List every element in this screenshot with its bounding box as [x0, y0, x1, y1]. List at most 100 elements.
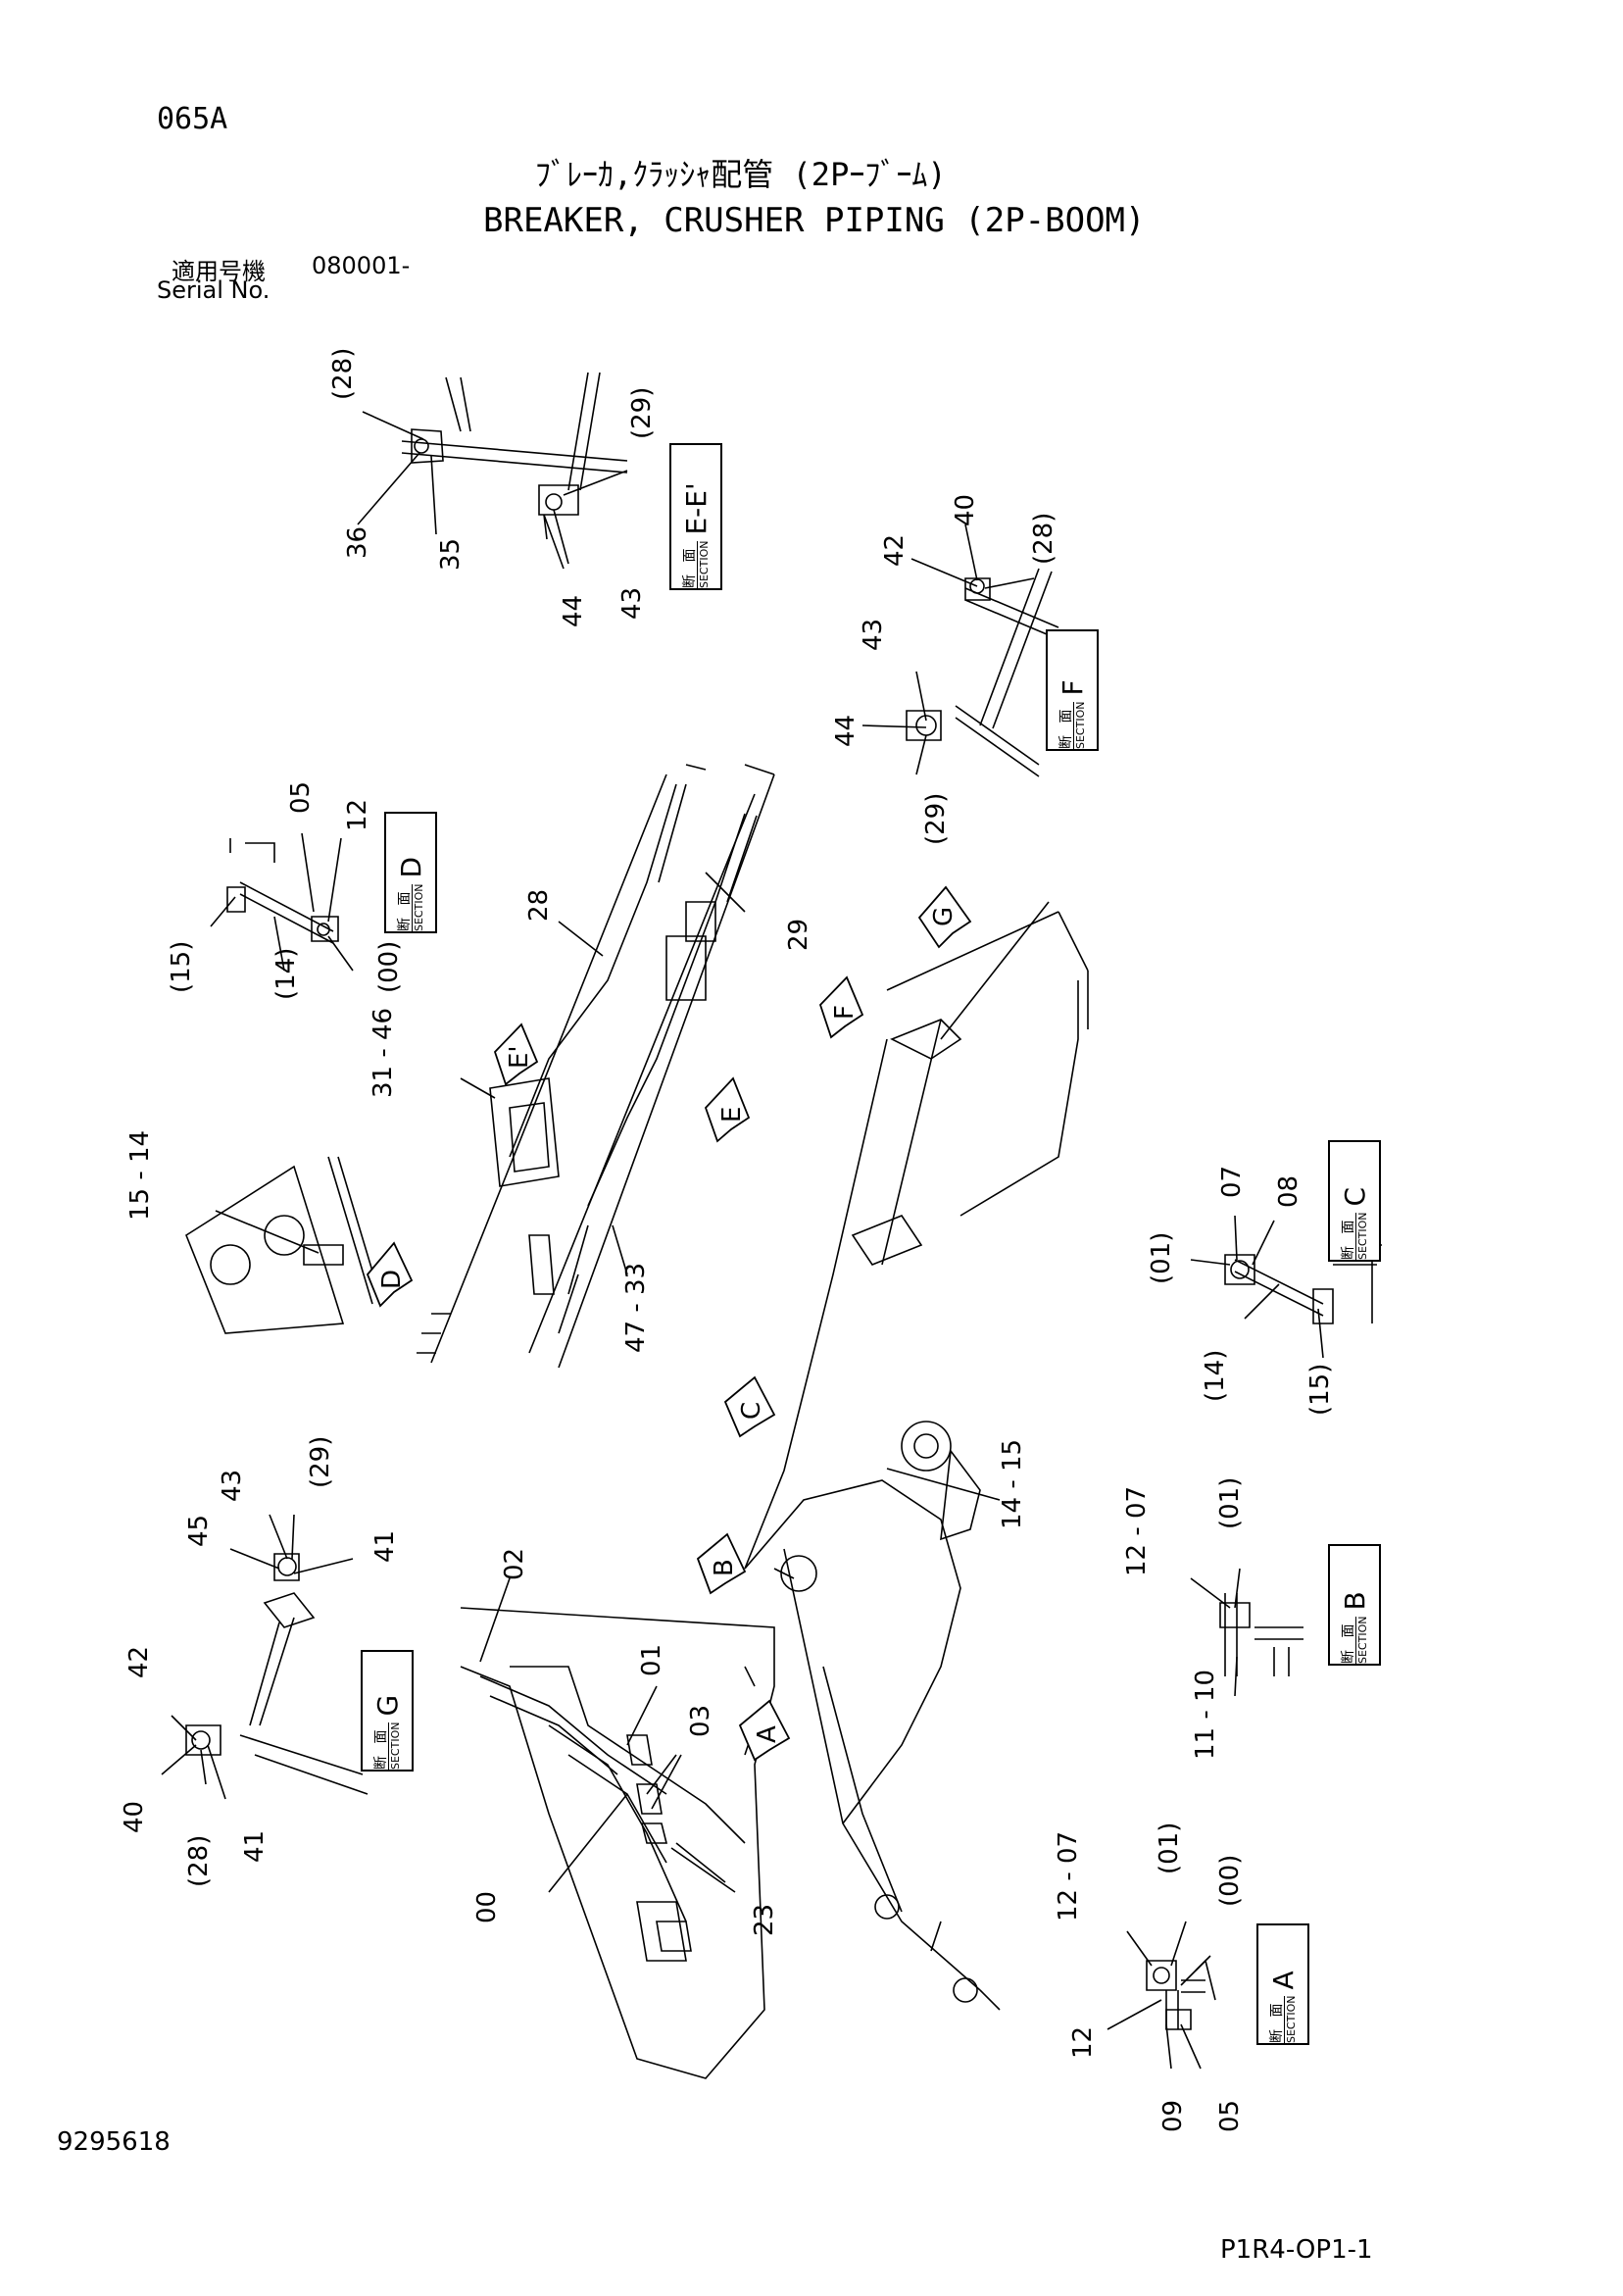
callout-28: 28: [524, 888, 554, 922]
callout-d-12: 12: [343, 798, 372, 831]
section-letter-d: D: [394, 856, 427, 878]
callout-f-40: 40: [951, 493, 980, 526]
page-title: BREAKER, CRUSHER PIPING (2P-BOOM): [483, 201, 1146, 240]
view-arrow-f-label: F: [830, 1005, 860, 1020]
callout-a-01: (01): [1155, 1822, 1184, 1874]
title-japanese: ﾌﾞﾚｰｶ,ｸﾗｯｼｬ配管 (2Pｰﾌﾞｰﾑ): [535, 156, 947, 193]
callout-a-00: (00): [1215, 1854, 1245, 1907]
callout-f-43: 43: [859, 618, 888, 651]
view-arrow-g: [919, 887, 970, 947]
section-jp-text: 断 面: [1268, 1999, 1285, 2043]
callout-f-29: (29): [921, 792, 951, 845]
callout-a-12-07-text: 12 - 07: [1054, 1830, 1083, 1922]
view-arrow-a: [740, 1701, 789, 1760]
section-en-text: SECTION: [1354, 1616, 1369, 1664]
leaders-c: [1191, 1216, 1323, 1358]
callout-d-05: 05: [286, 780, 316, 814]
callout-c-07: 07: [1217, 1165, 1247, 1198]
callout-31-46: 31 - 46: [369, 1007, 398, 1098]
callout-ee-43: 43: [617, 586, 647, 620]
callout-ee-36: 36: [343, 525, 372, 559]
callout-g-41b: 41: [240, 1829, 270, 1863]
leaders-g: [162, 1515, 353, 1799]
leaders-d: [211, 833, 353, 971]
callout-b-12-07-text: 12 - 07: [1122, 1485, 1152, 1576]
callout-f-42: 42: [880, 533, 910, 567]
section-letter-a: A: [1266, 1971, 1300, 1990]
section-letter-f: F: [1056, 679, 1089, 696]
callout-a-09: 09: [1158, 2099, 1188, 2132]
callout-47-33: 47 - 33: [621, 1263, 651, 1353]
section-letter-g: G: [370, 1694, 404, 1717]
callout-c-01: (01): [1147, 1231, 1176, 1284]
callout-f-28: (28): [1029, 512, 1058, 565]
view-arrow-f: [820, 977, 862, 1037]
callout-a-12: 12: [1068, 2025, 1098, 2059]
callout-g-28: (28): [184, 1834, 214, 1887]
callout-47-text: 47 - 33: [621, 1262, 651, 1353]
callout-d-15: (15): [167, 940, 196, 993]
view-arrow-e2-label: E: [717, 1106, 747, 1123]
page-code: 065A: [157, 102, 228, 136]
callout-23: 23: [750, 1903, 779, 1936]
callout-a-05: 05: [1215, 2099, 1245, 2132]
callout-g-41: 41: [370, 1529, 400, 1563]
leaders-lower-left: [480, 1578, 735, 1892]
section-en-text: SECTION: [1072, 701, 1087, 749]
section-g-drawing: [186, 1554, 368, 1794]
section-jp-text: 断 面: [681, 544, 698, 588]
callout-f-44: 44: [831, 714, 861, 747]
view-arrow-a-label: A: [753, 1725, 782, 1743]
callout-14-15-mid-text: 14 - 15: [998, 1438, 1027, 1529]
page-reference: P1R4-OP1-1: [1220, 2235, 1373, 2265]
callout-ee-35: 35: [436, 537, 466, 571]
leaders-a: [1107, 1922, 1210, 2069]
view-arrow-d: [368, 1243, 412, 1306]
view-arrow-d-label: D: [377, 1269, 407, 1289]
section-letter-ee: E-E': [679, 482, 713, 535]
section-en-text: SECTION: [1283, 1995, 1298, 2043]
section-en-text: SECTION: [411, 883, 425, 931]
callout-c-15: (15): [1305, 1363, 1335, 1416]
callout-29: 29: [784, 918, 813, 951]
serial-label-jp: 適用号機: [172, 258, 266, 285]
callout-01: 01: [637, 1643, 666, 1676]
serial-label-en: Serial No.: [157, 276, 270, 304]
callout-ee-28: (28): [328, 347, 358, 400]
callout-d-14: (14): [271, 947, 301, 1000]
callout-g-45: 45: [184, 1514, 214, 1547]
leaders-section-view-left: [216, 1211, 319, 1253]
callout-03: 03: [686, 1704, 715, 1737]
callout-14-15-mid: 14 - 15: [998, 1439, 1027, 1529]
section-f-drawing: [907, 569, 1058, 776]
section-b-drawing: [1220, 1593, 1303, 1676]
leaders-f: [862, 524, 1034, 774]
callout-c-14: (14): [1201, 1349, 1230, 1402]
view-arrow-b: [698, 1534, 745, 1593]
callout-a-12-07: 12 - 07: [1054, 1831, 1083, 1922]
view-arrow-e2: [706, 1078, 749, 1141]
callout-31-text: 31 - 46: [369, 1007, 398, 1098]
callout-15-14-left: 15 - 14: [125, 1130, 155, 1221]
section-jp-text: 断 面: [1057, 705, 1074, 749]
callout-g-40: 40: [120, 1800, 149, 1833]
callout-d-00: (00): [374, 940, 404, 993]
callout-ee-29: (29): [627, 386, 657, 439]
view-arrow-e1-label: E': [505, 1045, 534, 1069]
callout-g-42: 42: [124, 1645, 154, 1678]
view-arrow-g-label: G: [929, 906, 959, 926]
leaders-b: [1191, 1569, 1240, 1696]
leaders-lower-boom: [774, 1469, 1000, 1578]
view-arrow-c: [725, 1377, 774, 1436]
callout-c-08: 08: [1274, 1174, 1303, 1208]
section-jp-text: 断 面: [396, 887, 413, 931]
callout-02: 02: [500, 1547, 529, 1580]
section-jp-text: 断 面: [372, 1725, 389, 1770]
